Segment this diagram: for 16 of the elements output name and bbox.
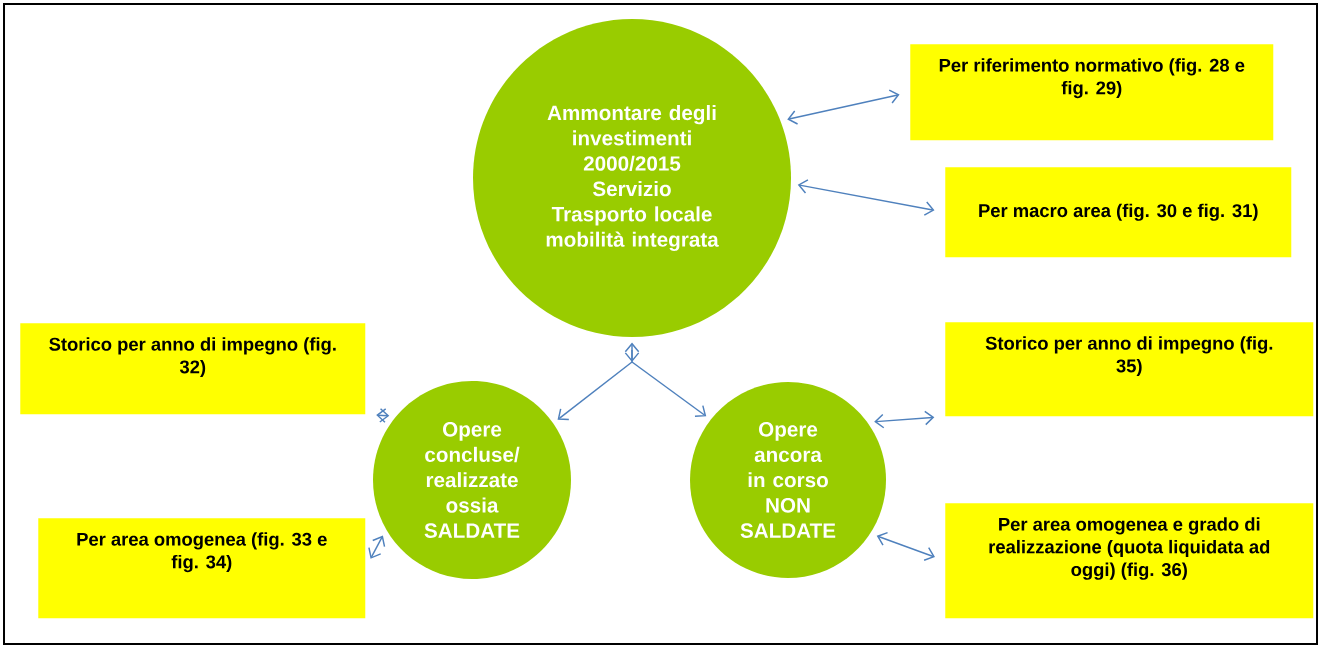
- text-box: Storico per anno di impegno (fig. 32): [20, 323, 366, 415]
- text-box: Per area omogenea e grado di realizzazione (quota liquidata ad oggi) (fig. 36): [945, 503, 1314, 619]
- circle-node: Opere concluse/ realizzate ossia SALDATE: [373, 381, 571, 579]
- double-arrow: [876, 531, 935, 561]
- double-arrow: [787, 89, 900, 125]
- text-box: Per area omogenea (fig. 33 e fig. 34): [38, 518, 366, 619]
- double-arrow: [368, 535, 386, 559]
- double-arrow: [874, 410, 935, 429]
- text-box: Per macro area (fig. 30 e fig. 31): [945, 167, 1292, 258]
- double-arrow: [797, 179, 935, 216]
- branching-arrow: [557, 342, 707, 421]
- circle-node: Opere ancora in corso NON SALDATE: [690, 382, 886, 578]
- text-box: Storico per anno di impegno (fig. 35): [945, 322, 1314, 417]
- circle-node: Ammontare degli investimenti 2000/2015 Servizio Trasporto locale mobilità integrata: [473, 19, 791, 337]
- text-box: Per riferimento normativo (fig. 28 e fig. 29): [910, 44, 1274, 141]
- double-arrow: [376, 407, 390, 423]
